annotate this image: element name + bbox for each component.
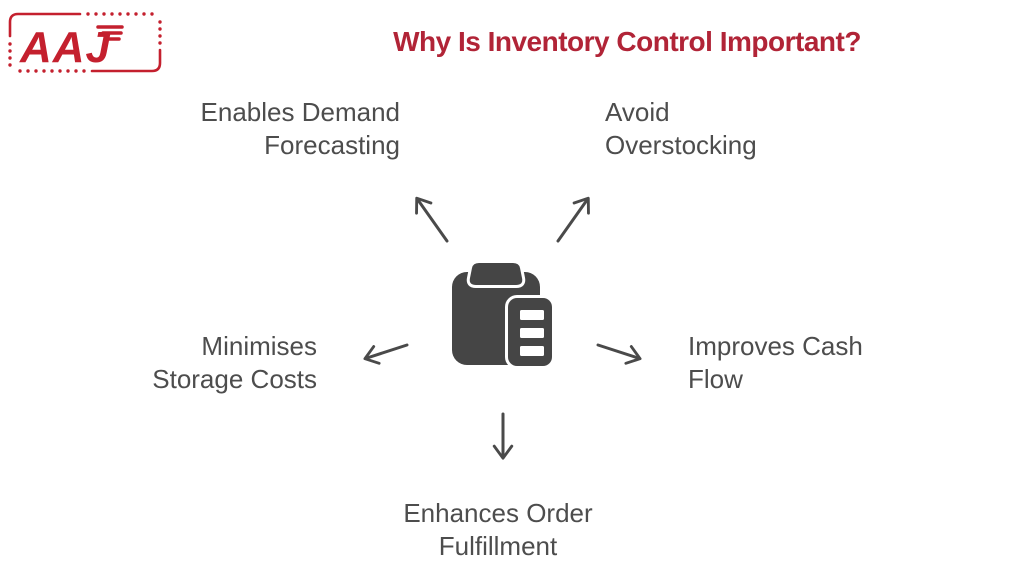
clipboard-clip <box>469 263 523 285</box>
logo-speed-lines-icon <box>96 25 124 41</box>
arrow-to-demand-forecasting <box>415 196 449 243</box>
checklist-row-1 <box>520 310 544 320</box>
aaj-logo: AAJ <box>8 6 164 76</box>
clipboard-inventory-graphic <box>452 260 555 369</box>
clipboard-inventory-icon <box>450 260 555 369</box>
label-line: Storage Costs <box>152 364 317 394</box>
label-line: Minimises <box>201 331 317 361</box>
node-label-avoid-overstocking: Avoid Overstocking <box>605 96 757 162</box>
logo-frame-topleft <box>8 12 82 38</box>
node-label-enhances-fulfillment: Enhances Order Fulfillment <box>403 497 592 563</box>
arrow-to-minimises-storage <box>363 343 409 365</box>
label-line: Enhances Order <box>403 498 593 528</box>
checklist-row-2 <box>520 328 544 338</box>
label-line: Avoid <box>605 97 670 127</box>
aaj-logo-graphic: AAJ <box>8 12 162 73</box>
node-label-demand-forecasting: Enables Demand Forecasting <box>120 96 400 162</box>
label-line: Forecasting <box>264 130 400 160</box>
node-label-improves-cash-flow: Improves Cash Flow <box>688 330 863 396</box>
page-title: Why Is Inventory Control Important? <box>393 26 861 57</box>
label-line: Overstocking <box>605 130 757 160</box>
logo-frame-dots <box>8 12 162 73</box>
node-label-minimises-storage: Minimises Storage Costs <box>37 330 317 396</box>
arrow-to-improves-cash-flow <box>596 343 642 365</box>
label-line: Improves Cash <box>688 331 863 361</box>
checklist-row-3 <box>520 346 544 356</box>
label-line: Enables Demand <box>200 97 400 127</box>
label-line: Fulfillment <box>438 531 558 561</box>
arrow-to-avoid-overstocking <box>556 196 590 243</box>
logo-frame-bottomright <box>90 48 162 73</box>
label-line: Flow <box>688 364 743 394</box>
logo-text: AAJ <box>19 23 112 72</box>
